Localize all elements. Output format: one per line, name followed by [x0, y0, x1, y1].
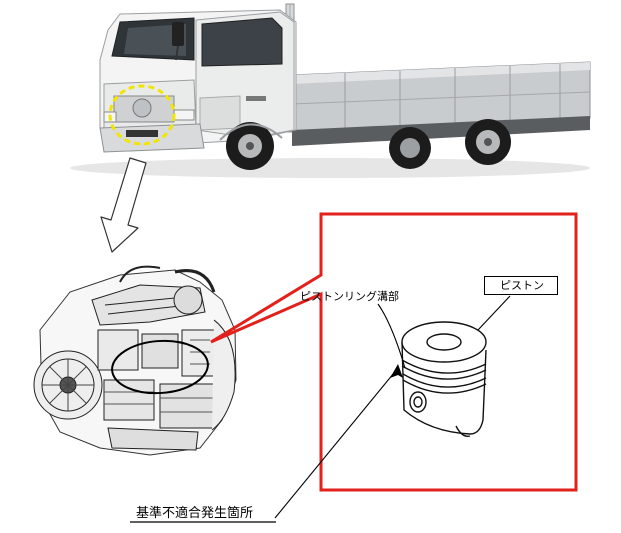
piston-illustration	[401, 321, 487, 437]
down-arrow-icon	[100, 157, 147, 253]
leader-lines	[130, 295, 511, 523]
engine-location-marker	[108, 84, 176, 146]
piston-label-box: ピストン	[484, 276, 558, 295]
engine-illustration	[33, 265, 237, 456]
leader-groove	[377, 303, 406, 369]
detail-callout-frame	[210, 212, 578, 492]
truck-illustration	[70, 3, 591, 178]
piston-ring-groove-label: ピストンリング溝部	[300, 290, 399, 303]
arrowhead-icon	[390, 364, 403, 378]
piston-location-marker	[111, 339, 209, 395]
nonconformity-location-label: 基準不適合発生箇所	[136, 506, 254, 521]
piston-label: ピストン	[500, 279, 544, 292]
leader-piston	[477, 295, 511, 331]
leader-nonconformity	[274, 367, 399, 519]
